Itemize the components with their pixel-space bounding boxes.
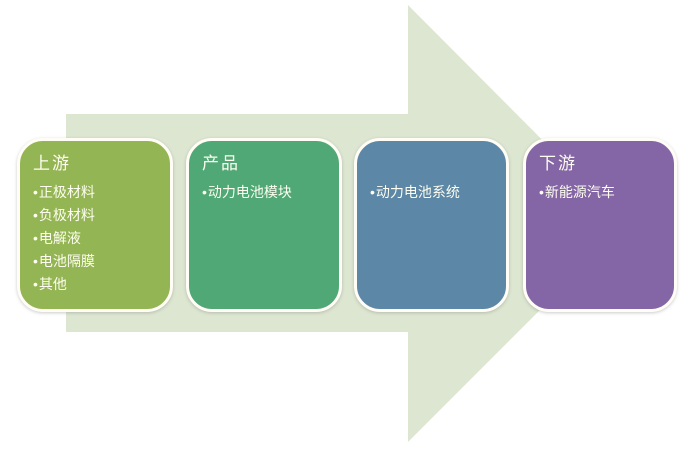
bullet-item: •动力电池系统 (370, 181, 496, 204)
bullet-marker: • (33, 276, 38, 292)
bullet-text: 正极材料 (38, 184, 95, 200)
stage-title (370, 149, 496, 174)
bullet-item: •电解液 (33, 227, 160, 250)
bullet-text: 动力电池系统 (375, 184, 460, 200)
bullet-marker: • (33, 253, 38, 269)
bullet-marker: • (370, 184, 375, 200)
stage-title: 上游 (33, 154, 71, 173)
stage-box-product: 产品 •动力电池模块 (186, 138, 342, 312)
bullet-item: •正极材料 (33, 181, 160, 204)
stage-title: 产品 (202, 154, 240, 173)
bullet-text: 负极材料 (38, 207, 95, 223)
bullet-marker: • (202, 184, 207, 200)
stage-bullet-list: •正极材料 •负极材料 •电解液 •电池隔膜 •其他 (33, 181, 160, 296)
bullet-item: •其他 (33, 273, 160, 296)
stage-bullet-list: •动力电池模块 (202, 181, 329, 204)
bullet-text: 新能源汽车 (544, 184, 615, 200)
stage-bullet-list: •动力电池系统 (370, 181, 496, 204)
bullet-item: •负极材料 (33, 204, 160, 227)
stage-box-battery-system: •动力电池系统 (354, 138, 509, 312)
bullet-text: 电解液 (38, 230, 81, 246)
bullet-item: •电池隔膜 (33, 250, 160, 273)
bullet-text: 动力电池模块 (207, 184, 292, 200)
right-arrow-shape (66, 5, 626, 442)
bullet-text: 电池隔膜 (38, 253, 95, 269)
bullet-item: •动力电池模块 (202, 181, 329, 204)
stage-box-upstream: 上游 •正极材料 •负极材料 •电解液 •电池隔膜 •其他 (17, 138, 173, 312)
bullet-item: •新能源汽车 (539, 181, 664, 204)
bullet-text: 其他 (38, 276, 67, 292)
bullet-marker: • (33, 207, 38, 223)
bullet-marker: • (33, 230, 38, 246)
bullet-marker: • (33, 184, 38, 200)
stage-title: 下游 (539, 154, 577, 173)
stage-box-downstream: 下游 •新能源汽车 (523, 138, 677, 312)
stage-bullet-list: •新能源汽车 (539, 181, 664, 204)
bullet-marker: • (539, 184, 544, 200)
